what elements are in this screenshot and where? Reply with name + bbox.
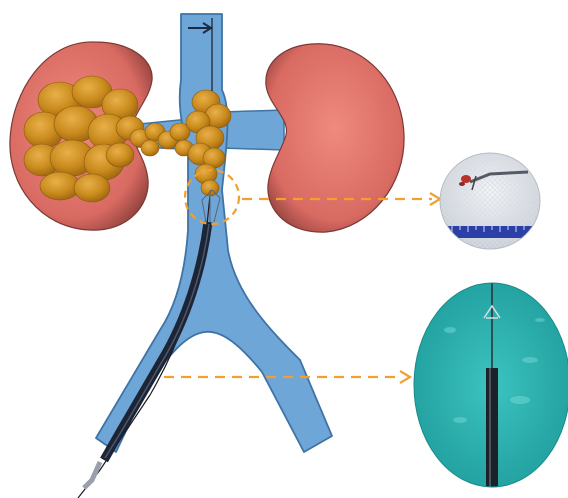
photo-catheter-underwater	[412, 282, 568, 488]
thrombus-fragment	[461, 175, 471, 183]
catheter-handle	[84, 462, 100, 488]
ruler	[440, 226, 540, 238]
right-kidney	[266, 44, 404, 232]
catheter-body-photo	[486, 368, 498, 488]
callout-arrowhead-bottom	[400, 371, 410, 383]
